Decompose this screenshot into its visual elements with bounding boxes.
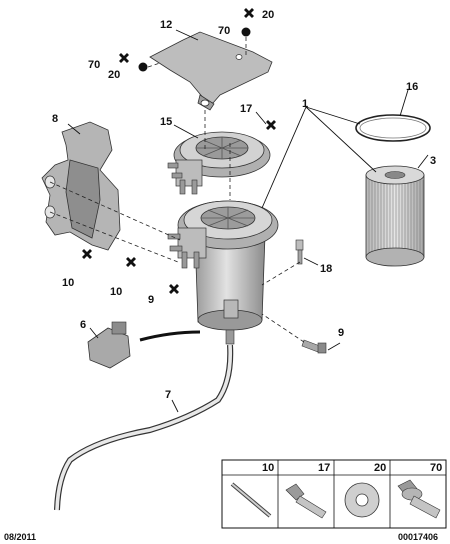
callout-10-b: 10	[110, 286, 122, 298]
fastener-legend: 10 17 20 70	[221, 459, 447, 529]
mounting-plate	[149, 31, 273, 111]
callout-6: 6	[80, 319, 86, 331]
callout-16: 16	[406, 81, 418, 93]
legend-flange-bolt-icon	[397, 479, 441, 519]
callout-12: 12	[160, 19, 172, 31]
washer-20-upper	[241, 27, 251, 37]
legend-stud-icon	[230, 482, 272, 518]
o-ring-seal	[355, 114, 431, 142]
legend-label-70: 70	[430, 462, 442, 474]
callout-8: 8	[52, 113, 58, 125]
callout-9-left: 9	[148, 294, 154, 306]
bolt-70-left	[119, 53, 129, 63]
callout-10-a: 10	[62, 277, 74, 289]
callout-18: 18	[320, 263, 332, 275]
callout-70-left: 70	[88, 59, 100, 71]
screw-9-mark	[169, 284, 179, 294]
legend-label-10: 10	[262, 462, 274, 474]
legend-washer-icon	[344, 482, 380, 518]
drain-screw	[301, 339, 327, 354]
bolt-70-upper	[244, 8, 254, 18]
filter-cartridge	[365, 165, 425, 267]
filter-head-cover	[167, 131, 271, 195]
callout-3: 3	[430, 155, 436, 167]
assembly-dashed-lines	[49, 37, 305, 343]
drain-tube	[54, 344, 234, 511]
bolt-10-mark-b	[126, 257, 136, 267]
callout-70-upper: 70	[218, 25, 230, 37]
callout-15: 15	[160, 116, 172, 128]
callout-1: 1	[302, 98, 308, 110]
legend-label-20: 20	[374, 462, 386, 474]
support-bracket	[41, 121, 121, 251]
bolt-10-mark-a	[82, 249, 92, 259]
screw-17-mark	[266, 120, 276, 130]
legend-screw-icon	[285, 483, 327, 519]
callout-7: 7	[165, 389, 171, 401]
washer-20-left	[138, 62, 148, 72]
footer-date: 08/2011	[4, 532, 36, 542]
callout-17: 17	[240, 103, 252, 115]
water-sensor	[87, 321, 201, 369]
callout-20-upper: 20	[262, 9, 274, 21]
filter-housing-assembly	[167, 200, 279, 345]
legend-label-17: 17	[318, 462, 330, 474]
callout-labels: 1 3 6 7 8 9 9 10 10 12 15 16 17 18 20 20…	[52, 9, 436, 401]
callout-20-left: 20	[108, 69, 120, 81]
leader-lines	[67, 29, 429, 413]
callout-9-right: 9	[338, 327, 344, 339]
bleed-screw	[295, 239, 304, 265]
footer-reference: 00017406	[398, 532, 438, 542]
